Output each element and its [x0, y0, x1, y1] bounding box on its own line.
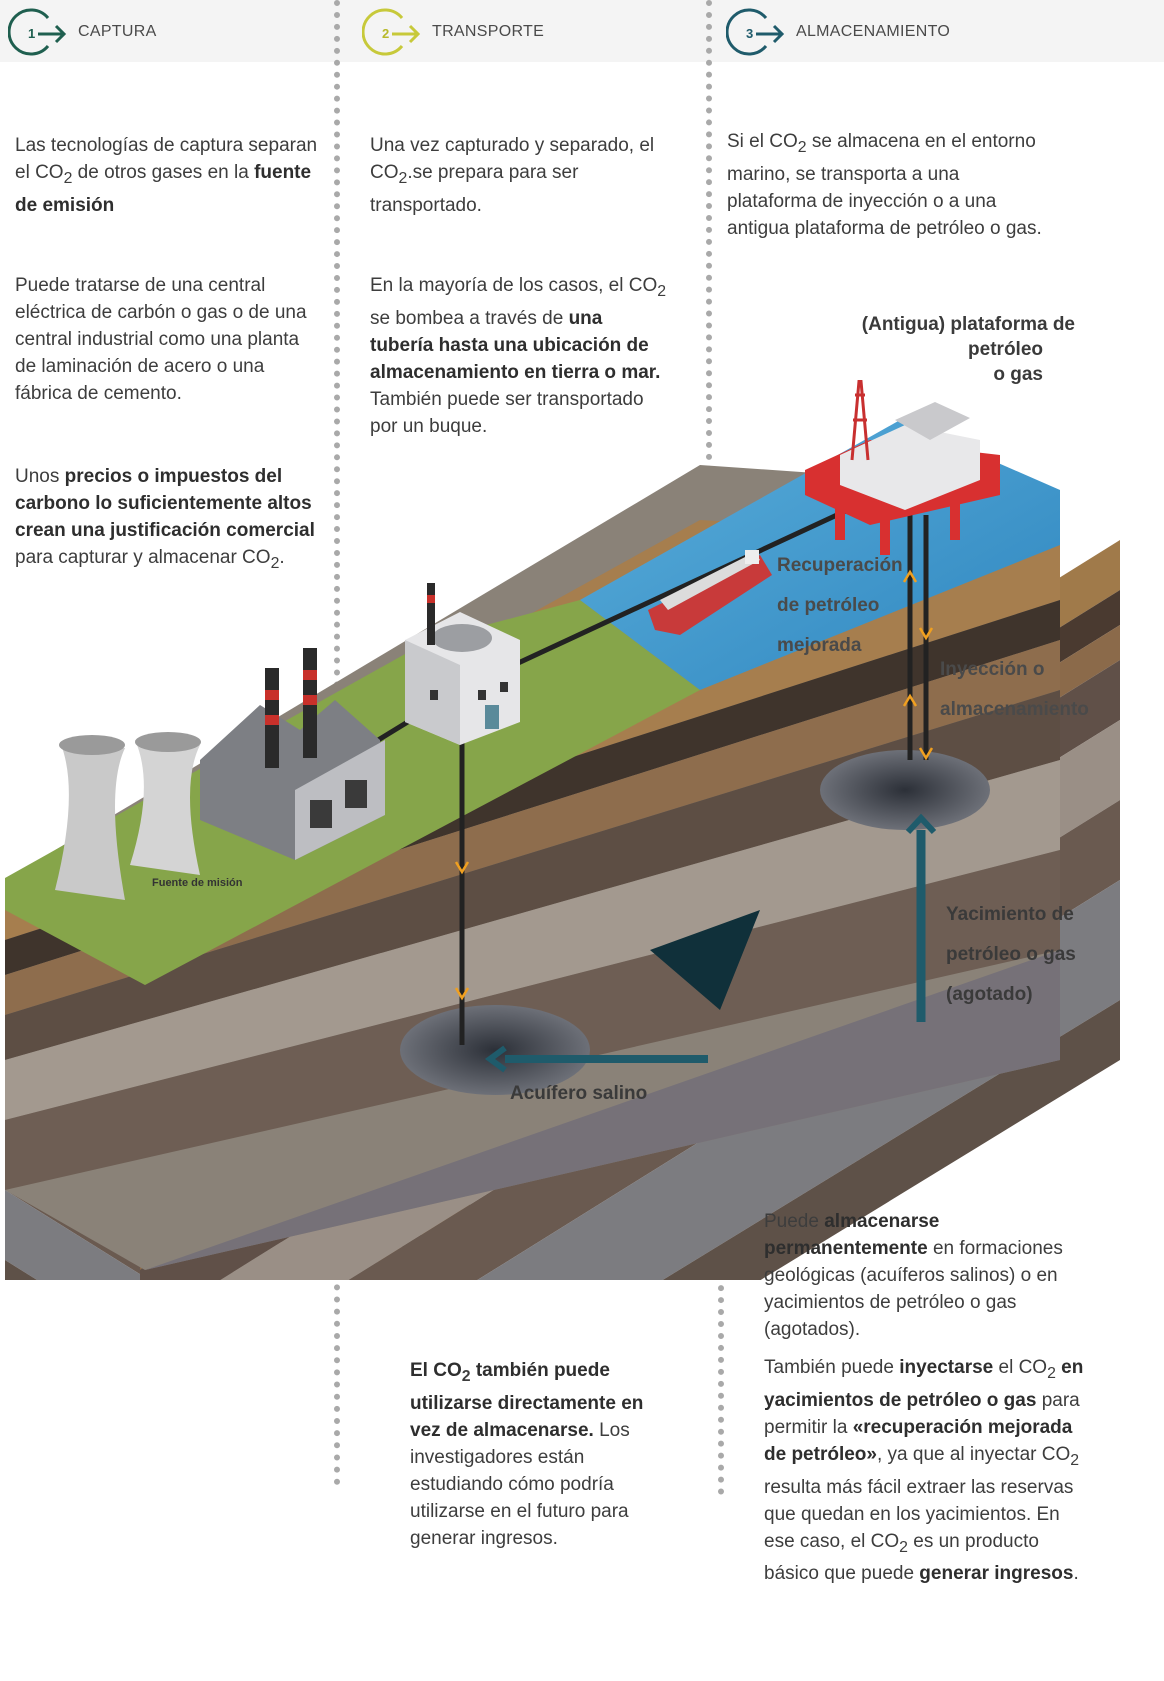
factory-building — [200, 648, 385, 860]
captura-paragraph-3: Unos precios o impuestos del carbono lo … — [15, 466, 315, 572]
step-2-label: TRANSPORTE — [432, 23, 545, 40]
aquifer-arrow — [484, 1045, 708, 1073]
platform-label: (Antigua) plataforma de petróleo o gas — [840, 312, 1075, 387]
oil-gas-reservoir — [820, 750, 990, 830]
captura-paragraph-1: Las tecnologías de captura separan el CO… — [15, 135, 318, 216]
storage-paragraph-2: También puede inyectarse el CO2 en yacim… — [764, 1357, 1084, 1585]
step-1-label: CAPTURA — [78, 23, 157, 40]
saline-aquifer-reservoir — [400, 1005, 590, 1095]
capture-plant — [405, 583, 520, 745]
platform-label-line-3: o gas — [993, 364, 1043, 385]
co2-ship — [648, 550, 772, 635]
divider-2-top — [706, 0, 712, 520]
captura-paragraph-2: Puede tratarse de una central eléctrica … — [15, 275, 307, 404]
step-2-circle-arrow-icon: 2 — [362, 8, 421, 56]
divider-1-bottom — [334, 1175, 340, 1485]
step-3-label: ALMACENAMIENTO — [796, 23, 951, 40]
platform-label-line-2: petróleo — [968, 339, 1043, 360]
step-3-circle-arrow-icon: 3 — [726, 8, 785, 56]
header-band — [0, 0, 1164, 62]
transporte-paragraph-2: En la mayoría de los casos, el CO2 se bo… — [370, 275, 667, 437]
emission-source-label: Fuente de misión — [152, 877, 243, 889]
reservoir-arrow — [905, 813, 937, 1022]
transporte-paragraph-1: Una vez capturado y separado, el CO2.se … — [370, 135, 655, 216]
step-3-number: 3 — [746, 26, 753, 41]
step-1-number: 1 — [28, 26, 35, 41]
step-1-circle-arrow-icon: 1 — [8, 8, 67, 56]
flow-arrows — [454, 569, 934, 1001]
offshore-platform — [805, 380, 1000, 555]
platform-label-line-1: (Antigua) plataforma de — [861, 314, 1075, 335]
step-captura: 1 CAPTURA — [8, 8, 157, 56]
ccs-illustration — [5, 380, 1120, 1280]
step-2-number: 2 — [382, 26, 389, 41]
almacenamiento-paragraph-1: Si el CO2 se almacena en el entorno mari… — [727, 131, 1042, 239]
utilization-paragraph: El CO2 también puede utilizarse directam… — [410, 1360, 644, 1549]
cooling-towers — [55, 732, 201, 900]
step-transporte: 2 TRANSPORTE — [362, 8, 544, 56]
step-almacenamiento: 3 ALMACENAMIENTO — [726, 8, 950, 56]
aquifer-label: Acuífero salino — [510, 1083, 648, 1104]
divider-1-top — [334, 0, 340, 700]
storage-paragraph-1: Puede almacenarse permanentemente en for… — [764, 1211, 1063, 1340]
